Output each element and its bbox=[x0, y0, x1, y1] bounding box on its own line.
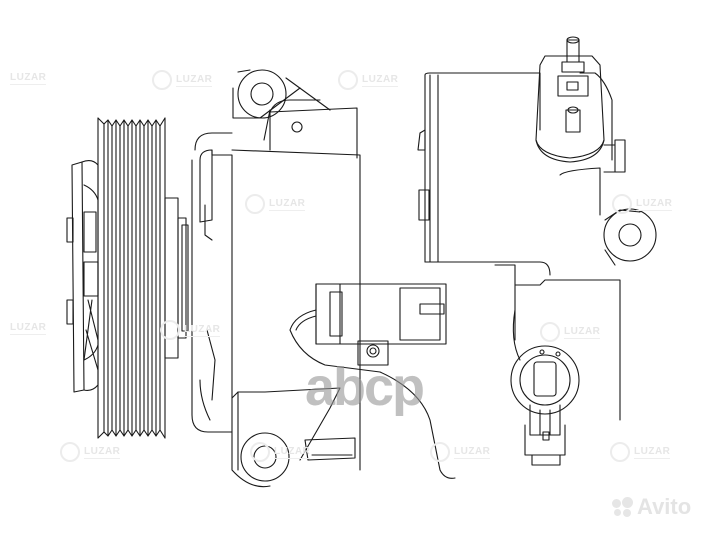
pressure-valve bbox=[535, 36, 626, 173]
clutch-plate bbox=[66, 159, 99, 393]
watermark-luzar: LUZAR bbox=[10, 322, 47, 335]
rear-head bbox=[417, 72, 657, 421]
watermark-luzar: LUZAR bbox=[250, 442, 311, 462]
watermark-text: LUZAR bbox=[362, 73, 399, 87]
luzar-logo-icon bbox=[612, 194, 632, 214]
watermark-luzar: LUZAR bbox=[60, 442, 121, 462]
watermark-luzar: LUZAR bbox=[612, 194, 673, 214]
watermark-luzar: LUZAR bbox=[610, 442, 671, 462]
watermark-luzar: LUZAR bbox=[245, 194, 306, 214]
watermark-text: LUZAR bbox=[84, 445, 121, 459]
avito-text: Avito bbox=[637, 494, 692, 519]
hub bbox=[164, 197, 189, 359]
watermark-avito: Avito bbox=[612, 494, 691, 520]
watermark-luzar: LUZAR bbox=[430, 442, 491, 462]
luzar-logo-icon bbox=[250, 442, 270, 462]
luzar-logo-icon bbox=[540, 322, 560, 342]
watermark-luzar: LUZAR bbox=[160, 320, 221, 340]
watermark-text: LUZAR bbox=[564, 325, 601, 339]
luzar-logo-icon bbox=[610, 442, 630, 462]
watermark-luzar: LUZAR bbox=[540, 322, 601, 342]
luzar-logo-icon bbox=[338, 70, 358, 90]
watermark-text: LUZAR bbox=[176, 73, 213, 87]
watermark-text: LUZAR bbox=[10, 72, 47, 85]
watermark-luzar: LUZAR bbox=[10, 72, 47, 85]
luzar-logo-icon bbox=[152, 70, 172, 90]
main-body bbox=[211, 69, 361, 488]
luzar-logo-icon bbox=[430, 442, 450, 462]
pressure-sensor bbox=[510, 345, 580, 466]
watermark-text: LUZAR bbox=[10, 322, 47, 335]
luzar-logo-icon bbox=[60, 442, 80, 462]
watermark-text: LUZAR bbox=[634, 445, 671, 459]
pulley bbox=[97, 117, 166, 439]
watermark-luzar: LUZAR bbox=[338, 70, 399, 90]
watermark-luzar: LUZAR bbox=[152, 70, 213, 90]
watermark-text: LUZAR bbox=[454, 445, 491, 459]
luzar-logo-icon bbox=[245, 194, 265, 214]
connector bbox=[289, 283, 456, 479]
luzar-logo-icon bbox=[160, 320, 180, 340]
watermark-text: LUZAR bbox=[269, 197, 306, 211]
watermark-abcp: abcp bbox=[305, 357, 425, 417]
avito-logo-icon bbox=[612, 497, 634, 517]
watermark-text: LUZAR bbox=[636, 197, 673, 211]
front-housing bbox=[191, 132, 233, 433]
watermark-text: LUZAR bbox=[184, 323, 221, 337]
watermark-text: LUZAR bbox=[274, 445, 311, 459]
